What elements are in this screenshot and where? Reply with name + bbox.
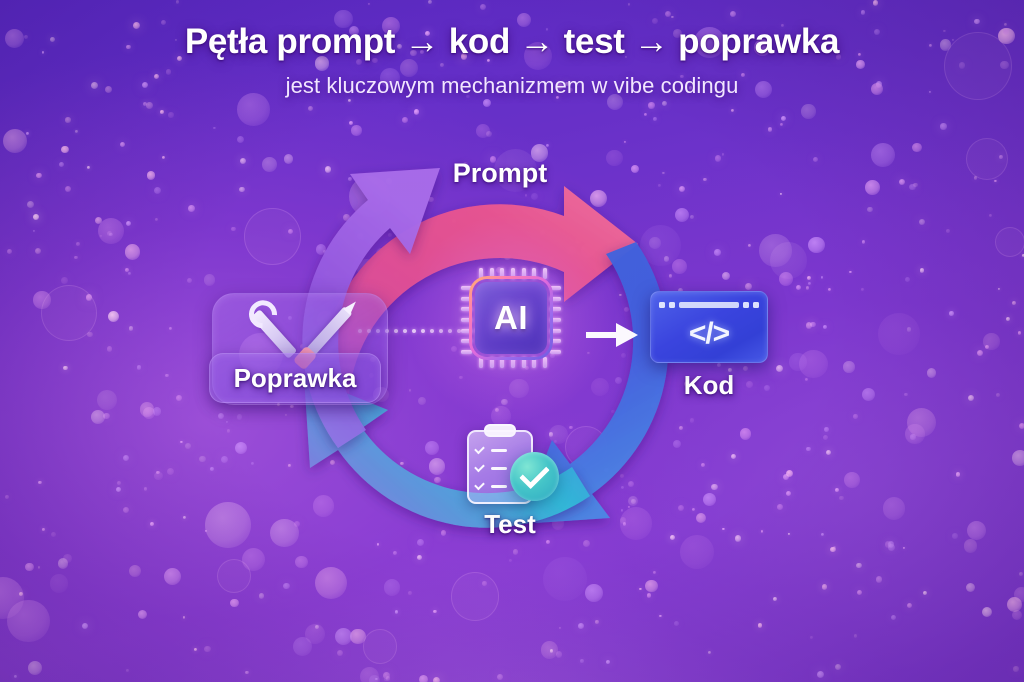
chip-pin-top [500,268,505,279]
node-label-test: Test [484,509,536,539]
chip-pin-right [550,328,561,333]
chip-pin-left [461,339,472,344]
chip-pin-bottom [511,357,515,368]
chip-pin-right [550,339,561,344]
node-label-poprawka: Poprawka [233,362,357,393]
chip-bezel [469,276,553,360]
arc-kod [520,242,669,524]
page-subtitle: jest kluczowym mechanizmem w vibe coding… [285,73,739,98]
check-icon [475,482,484,491]
chip-pin-left [461,307,472,312]
chip-pin-top [521,268,526,279]
titlebar-dot [669,301,675,308]
chip-pins [461,268,561,368]
chip-pin-bottom [521,357,526,368]
code-window-icon: </> [650,291,768,363]
titlebar-line [679,301,739,308]
chip-pin-bottom [489,357,494,368]
link-dot [394,329,398,333]
chip-pin-left [461,296,472,301]
ai-center-node: AI [406,213,616,423]
heading-block: Pętła prompt → kod → test → poprawka jes… [0,22,1024,99]
wrench-icon [250,309,298,359]
checklist-row [475,482,507,491]
code-window-titlebar [659,300,759,309]
titlebar-dot [659,301,665,308]
chip-pin-bottom [500,357,505,368]
arrow-right-icon [586,320,640,355]
chip-pin-top [489,268,494,279]
checklist-line [491,467,507,470]
titlebar-dot [743,301,749,308]
checklist-line [491,449,507,452]
check-icon [475,464,484,473]
chip-pin-bottom [479,357,483,368]
chip-pin-left [461,318,472,322]
chip-pin-right [550,318,561,322]
chip-pin-top [543,268,547,279]
poprawka-panel: Poprawka [209,293,388,405]
titlebar-dot [753,301,759,308]
chip-pin-bottom [532,357,537,368]
link-dot [439,329,443,333]
node-kod: </> Kod [650,291,768,401]
titlebar-right-dots [743,301,759,308]
chip-pin-left [461,328,472,333]
node-label-kod: Kod [683,370,735,400]
chip-pin-right [550,350,561,354]
chip-pin-top [532,268,537,279]
checklist-row [475,446,507,455]
chip-pin-bottom [543,357,547,368]
check-icon [475,446,484,455]
checklist-row [475,464,507,473]
page-title: Pętła prompt → kod → test → poprawka [184,22,840,61]
link-dot [457,329,461,333]
chip-pin-left [461,286,472,290]
check-badge-icon [510,452,559,501]
chip-pin-top [479,268,483,279]
checklist-line [491,485,507,488]
node-poprawka: Poprawka [209,293,388,405]
chip-pin-right [550,296,561,301]
poprawka-pill: Poprawka [209,353,381,403]
link-dot [448,329,452,333]
chip-pin-right [550,307,561,312]
code-glyph: </> [688,316,730,350]
link-dot [403,329,407,333]
ai-label: AI [494,299,528,336]
link-dot [430,329,434,333]
chip-pin-left [461,350,472,354]
arc-label-prompt: Prompt [452,158,548,188]
chip-pin-right [550,286,561,290]
cpu-chip-icon: AI [461,268,561,368]
clipboard-checklist [475,446,507,491]
screwdriver-icon [304,306,353,358]
node-test: Test [461,424,559,540]
link-dot [412,329,416,333]
link-dot [421,329,425,333]
chip-pin-top [511,268,515,279]
clipboard-check-icon [461,424,559,506]
clipboard-clip [484,424,516,437]
